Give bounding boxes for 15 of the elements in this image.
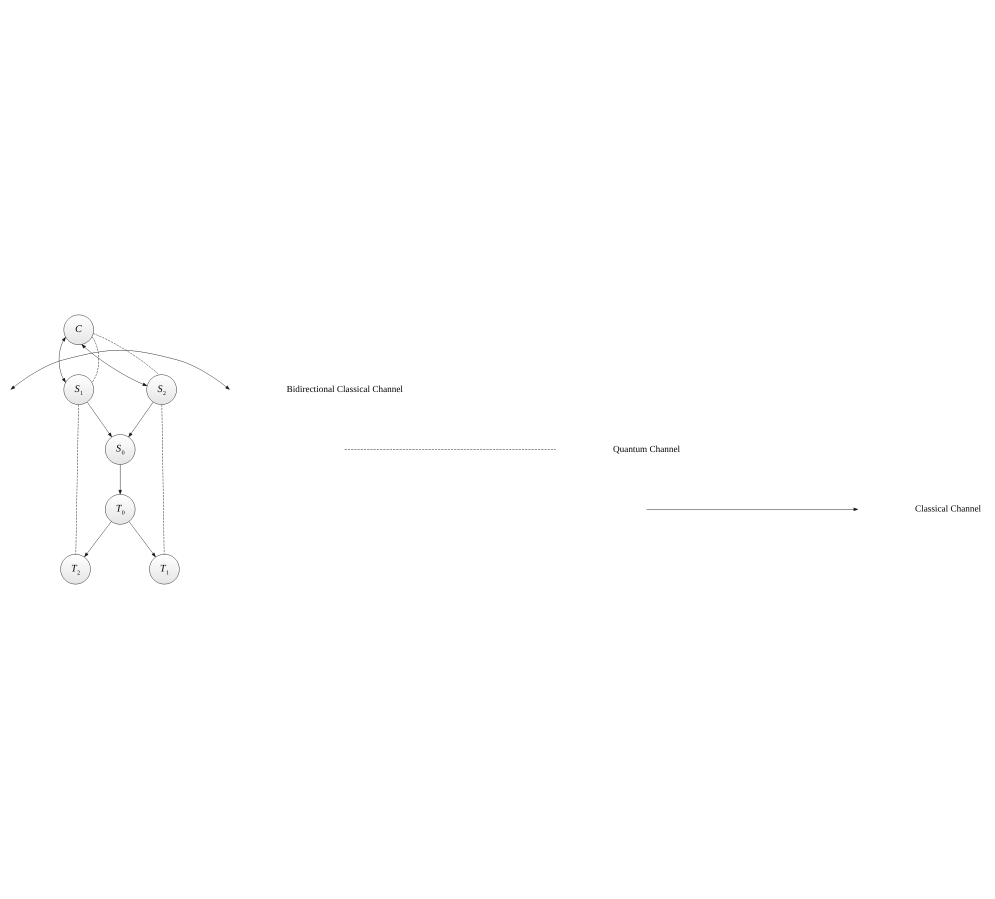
node-circle: S$_{0}$: [105, 434, 136, 465]
node-circle: T$_{0}$: [105, 494, 136, 525]
arrow: [84, 521, 112, 558]
legend-label: Quantum Channel: [613, 444, 680, 454]
arrow: [87, 402, 112, 438]
arrow: [128, 521, 156, 558]
node-circle: T$_{1}$: [149, 554, 180, 584]
node-circle: T$_{2}$: [60, 554, 91, 584]
node-circle: C: [64, 314, 94, 345]
legend-label: Bidirectional Classical Channel: [286, 384, 403, 394]
legend-label: Classical Channel: [915, 504, 982, 514]
connector: [162, 404, 164, 554]
arrow: [128, 402, 154, 438]
connector: [76, 404, 79, 554]
arrow: [118, 464, 122, 495]
